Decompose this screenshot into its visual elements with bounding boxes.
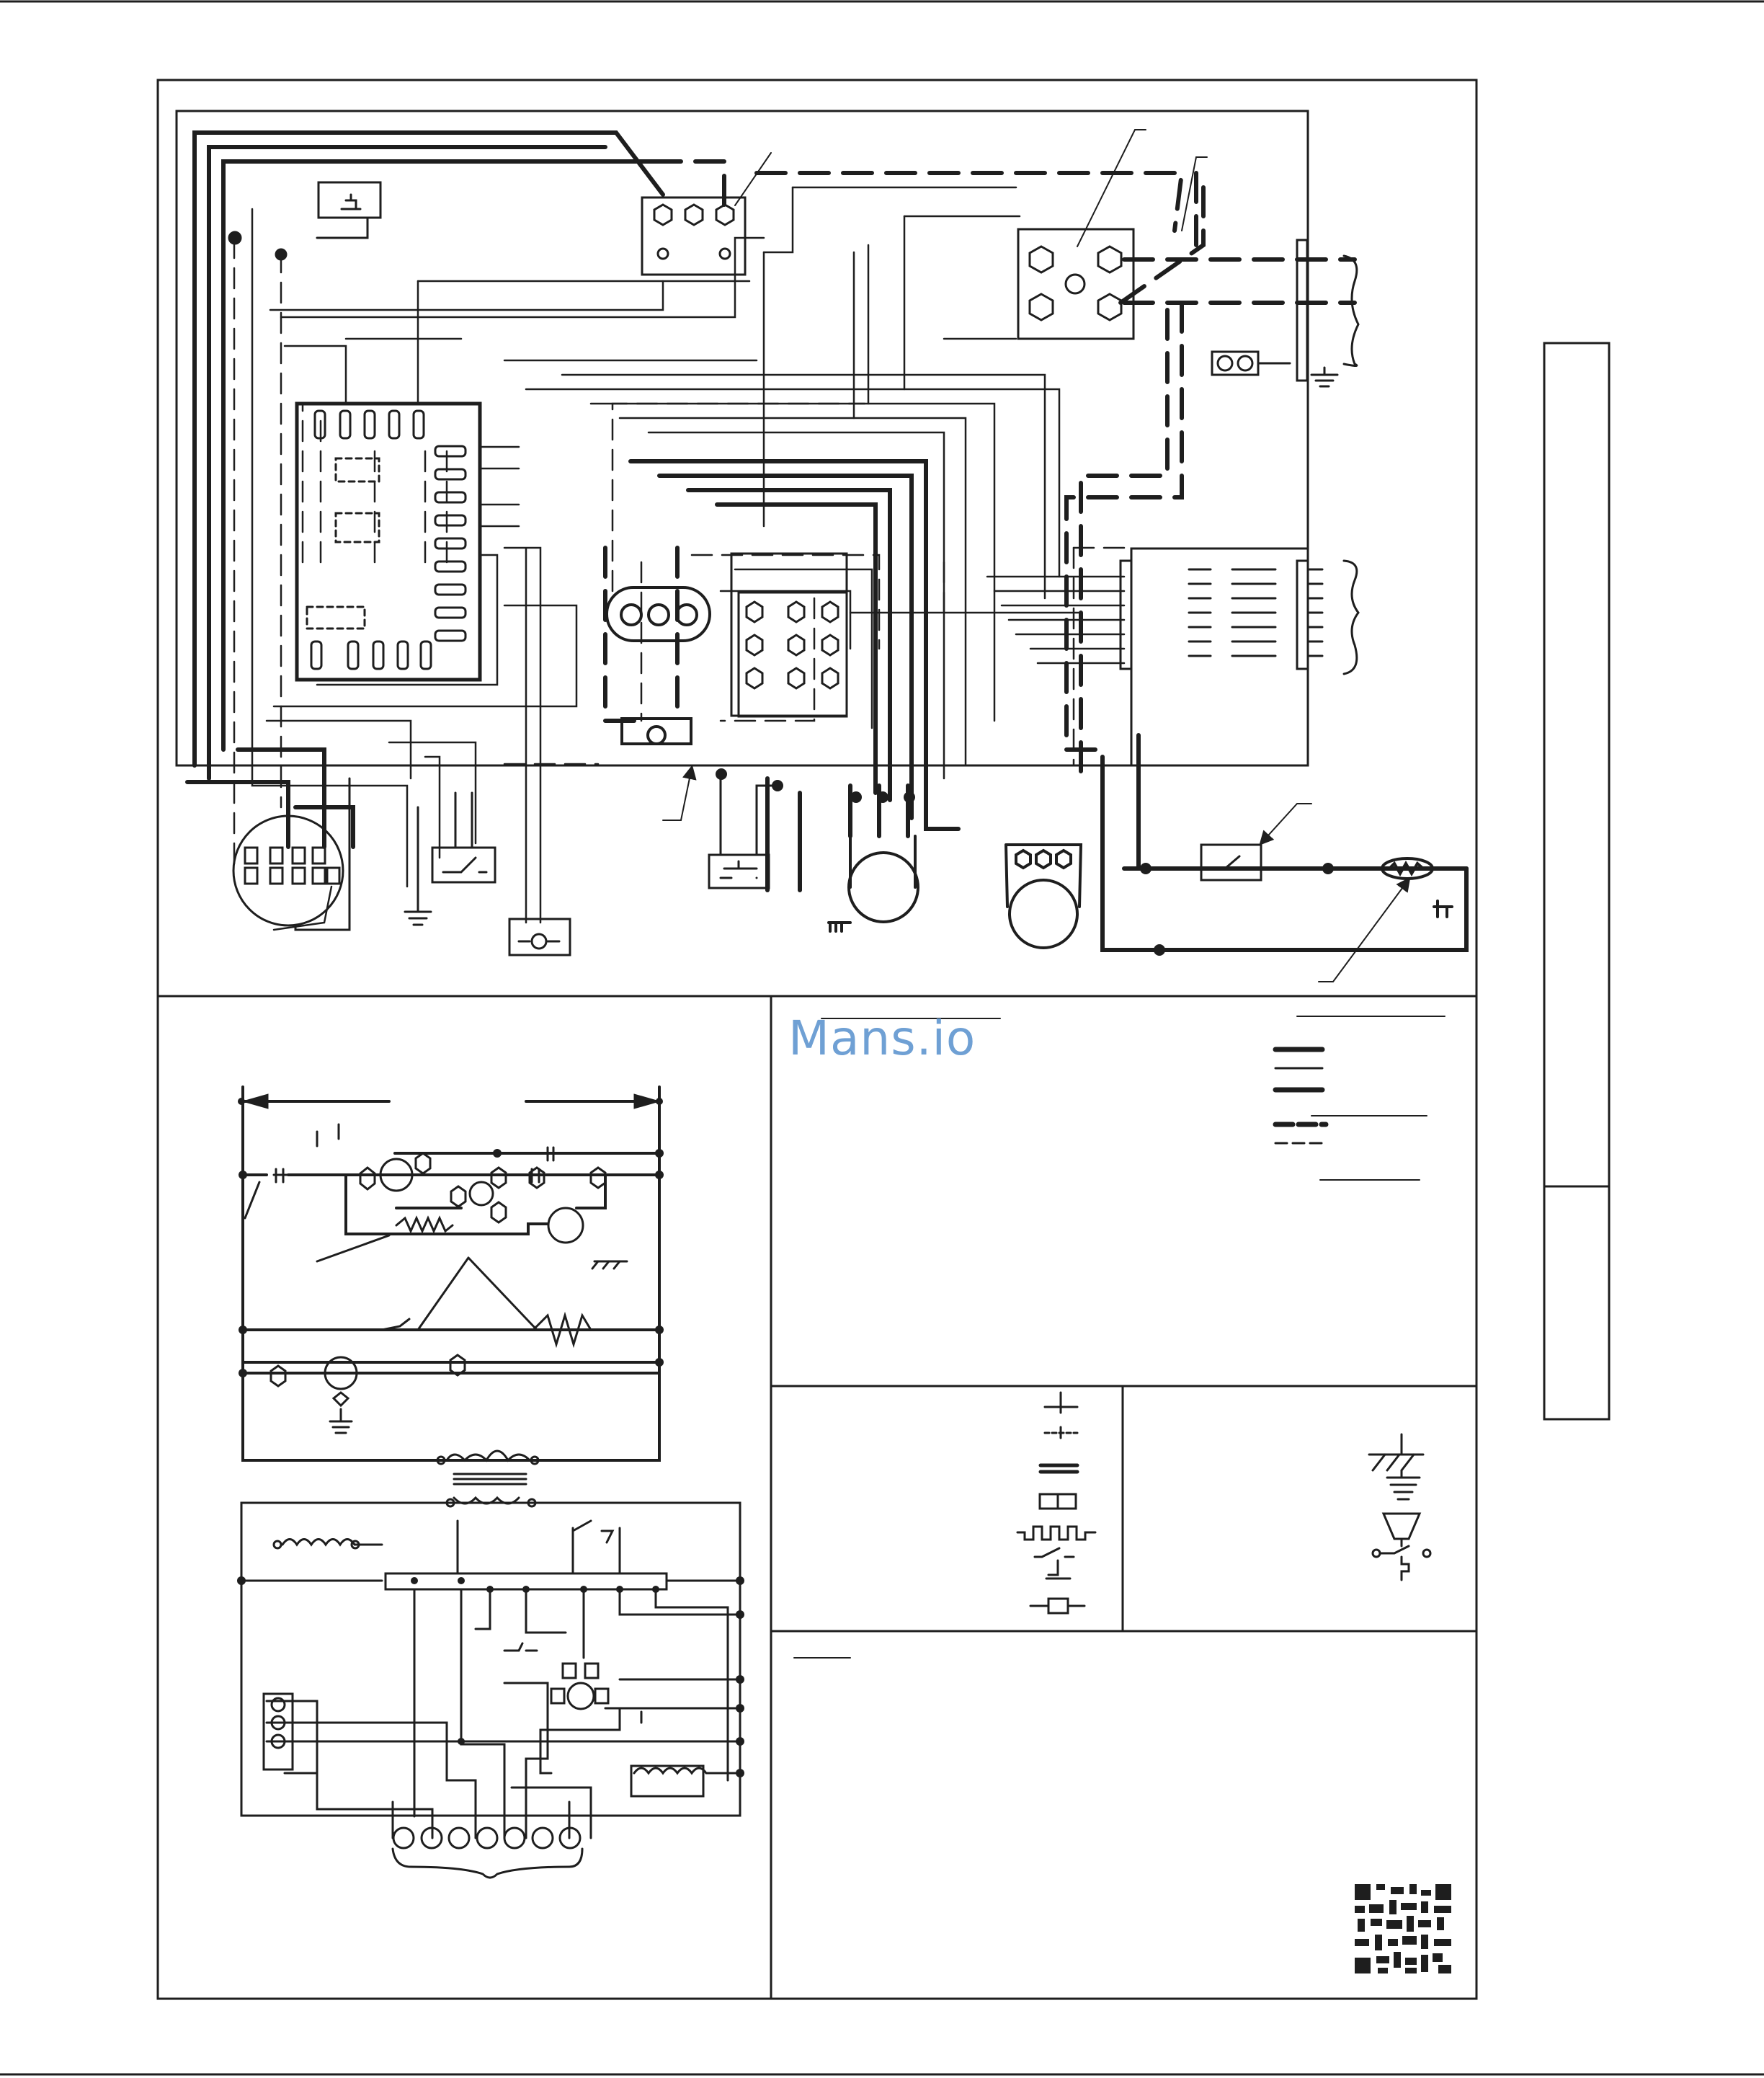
limit-switch xyxy=(431,791,496,884)
legend-lines xyxy=(793,1016,1446,1659)
flame-sensor xyxy=(508,918,571,956)
ladder-arrow-left xyxy=(241,1093,269,1109)
cabinet-outline xyxy=(175,110,1309,767)
thermal-sensor xyxy=(228,181,382,261)
switch-block-top xyxy=(641,196,747,276)
ladder-arrow-right xyxy=(633,1093,661,1109)
ground-icon xyxy=(1310,366,1339,388)
ladder-diagram xyxy=(238,1085,664,1508)
watermark-text: Mans.io xyxy=(788,1011,976,1066)
contactor-block xyxy=(1017,228,1135,340)
control-board xyxy=(295,401,482,682)
transformer-panel xyxy=(1119,547,1360,767)
qr-code-icon xyxy=(1353,1883,1451,1973)
frame-outline xyxy=(156,79,1611,2000)
harness-plug xyxy=(232,777,351,931)
board-detail xyxy=(237,1501,744,1879)
line-terminal xyxy=(1211,239,1360,382)
motor-icon xyxy=(827,835,919,933)
igniter-block xyxy=(620,717,692,745)
terminal-block-icon xyxy=(730,552,848,718)
main-wiring-diagram xyxy=(175,110,1469,982)
rollout-switch xyxy=(1137,843,1385,882)
control-board-terminals xyxy=(306,409,467,670)
ground-icon xyxy=(404,806,432,926)
plug-connector xyxy=(605,586,711,642)
pressure-switch xyxy=(708,770,780,889)
ground-icon xyxy=(1368,1433,1432,1581)
symbol-key xyxy=(1016,1391,1097,1615)
motor-icon xyxy=(1004,843,1083,949)
